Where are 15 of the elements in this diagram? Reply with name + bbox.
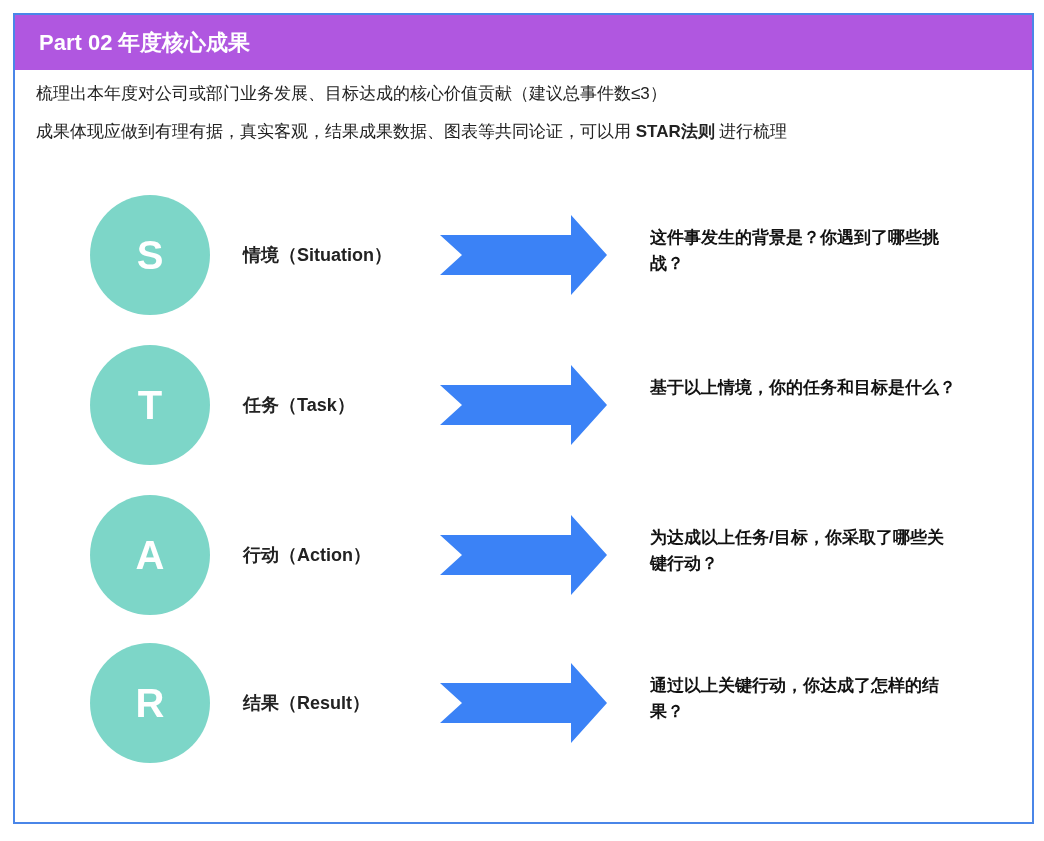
intro-text: 成果体现应做到有理有据，真实客观，结果成果数据、图表等共同论证，可以用 STAR法则 进行梳理 — [36, 121, 788, 143]
arrow — [440, 663, 607, 743]
step-label: 结果（Result） — [243, 688, 440, 718]
guiding-question: 这件事发生的背景是？你遇到了哪些挑战？ — [607, 225, 957, 277]
step-label: 情境（Situation） — [243, 240, 440, 270]
step-label: 行动（Action） — [243, 540, 440, 570]
guiding-question: 为达成以上任务/目标，你采取了哪些关键行动？ — [607, 525, 957, 577]
arrow — [440, 515, 607, 595]
guiding-question: 通过以上关键行动，你达成了怎样的结果？ — [607, 673, 957, 725]
title-banner: Part 02 年度核心成果 — [15, 15, 1032, 70]
guiding-question: 基于以上情境，你的任务和目标是什么？ — [607, 375, 957, 401]
arrow — [440, 365, 607, 445]
intro-text: 梳理出本年度对公司或部门业务发展、目标达成的核心价值贡献（建议总事件数≤3） — [36, 83, 667, 105]
step-label: 任务（Task） — [243, 390, 440, 420]
arrow — [440, 215, 607, 295]
